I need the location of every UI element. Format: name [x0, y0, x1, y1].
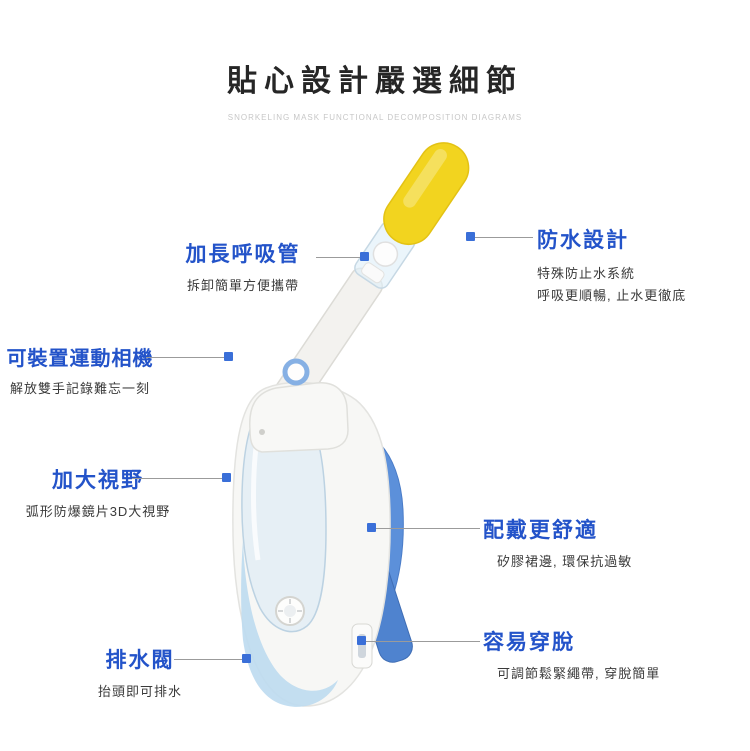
callout-comfort: 配戴更舒適 矽膠裙邊, 環保抗過敏	[483, 514, 632, 572]
leader-line	[364, 641, 480, 642]
leader-line	[174, 659, 246, 660]
callout-view-title: 加大視野	[52, 469, 144, 492]
page-subtitle: SNORKELING MASK FUNCTIONAL DECOMPOSITION…	[227, 113, 523, 122]
callout-easywear-title: 容易穿脫	[483, 631, 575, 654]
callout-camera-title: 可裝置運動相機	[6, 348, 154, 370]
callout-view-desc: 弧形防爆鏡片3D大視野	[25, 504, 171, 519]
callout-marker	[357, 636, 366, 645]
mask-frame	[232, 381, 391, 707]
callout-easywear: 容易穿脫 可調節鬆緊繩帶, 穿脫簡單	[483, 626, 660, 684]
callout-marker	[360, 252, 369, 261]
callout-marker	[224, 352, 233, 361]
callout-drain: 排水閥 抬頭即可排水	[78, 644, 202, 702]
leader-line	[374, 528, 480, 529]
callout-comfort-title: 配戴更舒適	[483, 519, 598, 542]
callout-marker	[222, 473, 231, 482]
head-strap	[314, 423, 413, 664]
page-title: 貼心設計嚴選細節	[227, 65, 523, 98]
camera-mount	[282, 358, 310, 386]
silicone-skirt	[241, 540, 338, 707]
snorkel-mount	[249, 382, 349, 453]
drain-valve	[275, 596, 305, 626]
strap-buckle	[351, 623, 373, 669]
leader-line	[146, 357, 228, 358]
callout-camera: 可裝置運動相機 解放雙手記錄難忘一刻	[4, 342, 156, 399]
snorkel-cap	[383, 142, 470, 246]
callout-drain-title: 排水閥	[105, 649, 175, 672]
leader-line	[473, 237, 533, 238]
callout-marker	[367, 523, 376, 532]
leader-line	[132, 478, 226, 479]
leader-line	[316, 257, 364, 258]
callout-waterproof: 防水設計 特殊防止水系統 呼吸更順暢, 止水更徹底	[537, 224, 686, 305]
callout-waterproof-title: 防水設計	[537, 229, 629, 252]
callout-snorkel-desc: 拆卸簡單方便攜帶	[186, 278, 299, 293]
callout-waterproof-desc1: 特殊防止水系統	[537, 266, 636, 281]
callout-waterproof-desc2: 呼吸更順暢, 止水更徹底	[537, 287, 687, 303]
callout-marker	[466, 232, 475, 241]
callout-comfort-desc: 矽膠裙邊, 環保抗過敏	[497, 554, 633, 569]
callout-snorkel: 加長呼吸管 拆卸簡單方便攜帶	[168, 238, 318, 296]
callout-marker	[242, 654, 251, 663]
lens	[241, 396, 337, 633]
callout-drain-desc: 抬頭即可排水	[97, 684, 182, 699]
callout-camera-desc: 解放雙手記錄難忘一刻	[9, 381, 150, 396]
callout-view: 加大視野 弧形防爆鏡片3D大視野	[14, 464, 182, 522]
callout-easywear-desc: 可調節鬆緊繩帶, 穿脫簡單	[497, 666, 661, 681]
callout-snorkel-title: 加長呼吸管	[185, 243, 301, 266]
